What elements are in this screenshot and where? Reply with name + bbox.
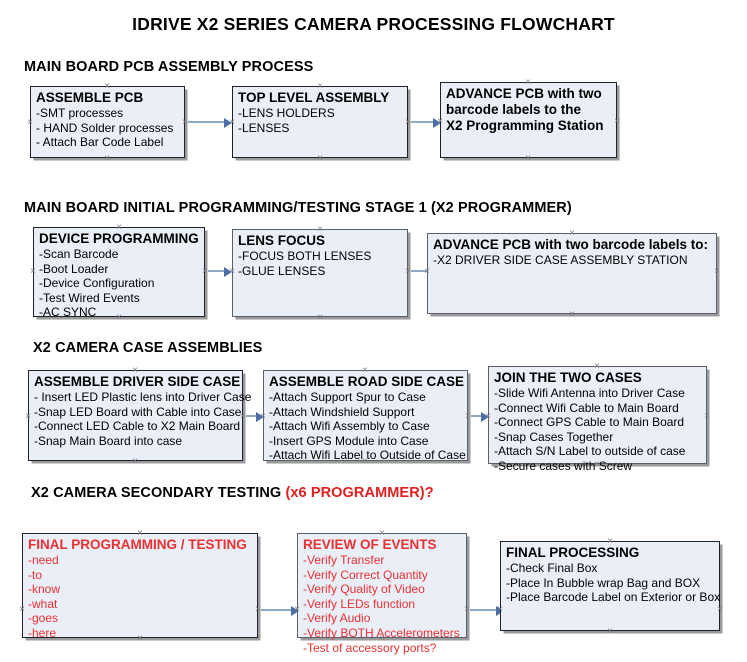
node-line: -Attach Windshield Support <box>269 404 415 419</box>
node-title: ADVANCE PCB with two <box>446 86 602 101</box>
node-title: REVIEW OF EVENTS <box>303 537 437 552</box>
connector-arrow-head-icon <box>256 412 264 422</box>
node-title: ASSEMBLE PCB <box>36 90 144 105</box>
node-line: X2 Programming Station <box>446 118 604 133</box>
connector-arrow-line <box>208 270 226 272</box>
node-line: -goes <box>28 611 59 626</box>
section-heading-text: X2 CAMERA SECONDARY TESTING <box>31 485 286 501</box>
connector-arrow-line <box>411 121 435 123</box>
node-line: -Snap Main Board into case <box>34 433 183 448</box>
node-line: -know <box>28 582 61 597</box>
connector-arrow-line <box>261 609 293 611</box>
node-line: -Place Barcode Label on Exterior or Box <box>506 590 721 605</box>
node-line: - Attach Bar Code Label <box>36 135 164 150</box>
node-line: -Place In Bubble wrap Bag and BOX <box>506 575 701 590</box>
node-line: -Verify LEDs function <box>303 596 416 611</box>
node-line: barcode labels to the <box>446 102 582 117</box>
page-title: IDRIVE X2 SERIES CAMERA PROCESSING FLOWC… <box>132 14 615 34</box>
node-line: -Test Wired Events <box>39 290 140 305</box>
section-heading-main-board-pcb-assembly-process: MAIN BOARD PCB ASSEMBLY PROCESS <box>24 59 314 75</box>
connector-arrow-line <box>470 609 498 611</box>
connector-arrow-line <box>246 415 258 417</box>
node-line: -what <box>28 596 58 611</box>
node-line-overflow: -Test of accessory ports? <box>303 640 437 655</box>
node-line: -need <box>28 553 59 567</box>
connector-arrow-head-icon <box>433 118 441 128</box>
node-assemble-pcb[interactable]: ASSEMBLE PCB -SMT processes - HAND Solde… <box>30 86 185 158</box>
node-title: FINAL PROCESSING <box>506 545 640 560</box>
node-line: -Attach Support Spur to Case <box>269 390 426 404</box>
node-advance-pcb-driver-side-case-assembly-station[interactable]: ADVANCE PCB with two barcode labels to: … <box>427 233 717 314</box>
node-line: -Snap Cases Together <box>494 429 614 444</box>
node-title: LENS FOCUS <box>238 233 326 248</box>
node-line: -LENSES <box>238 120 290 135</box>
node-line: -Connect GPS Cable to Main Board <box>494 415 685 430</box>
connector-arrow-head-icon <box>224 267 232 277</box>
connector-arrow-line <box>471 415 483 417</box>
node-title: ASSEMBLE ROAD SIDE CASE <box>269 374 465 389</box>
node-line: -Scan Barcode <box>39 247 119 261</box>
node-line: -Verify BOTH Accelerometers <box>303 625 460 640</box>
node-line: -Secure cases with Screw <box>494 458 633 473</box>
node-review-of-events[interactable]: REVIEW OF EVENTS -Verify Transfer -Verif… <box>297 533 467 655</box>
connector-arrow-head-icon <box>224 118 232 128</box>
node-line: -Connect Wifi Cable to Main Board <box>494 400 679 415</box>
connector-arrow-head-icon <box>291 606 299 616</box>
node-line: -SMT processes <box>36 106 124 120</box>
node-title: JOIN THE TWO CASES <box>494 370 642 385</box>
node-line: -Verify Quality of Video <box>303 582 425 597</box>
node-title: FINAL PROGRAMMING / TESTING <box>28 537 247 552</box>
section-heading-main-board-initial-programming: MAIN BOARD INITIAL PROGRAMMING/TESTING S… <box>24 200 572 216</box>
node-top-level-assembly[interactable]: TOP LEVEL ASSEMBLY -LENS HOLDERS -LENSES <box>232 86 408 158</box>
node-line: -here <box>28 625 57 640</box>
node-line: -X2 DRIVER SIDE CASE ASSEMBLY STATION <box>433 253 688 267</box>
node-join-the-two-cases[interactable]: JOIN THE TWO CASES -Slide Wifi Antenna i… <box>488 366 707 473</box>
node-device-programming[interactable]: DEVICE PROGRAMMING -Scan Barcode -Boot L… <box>33 227 205 320</box>
node-title: ADVANCE PCB with two barcode labels to: <box>433 237 709 252</box>
node-advance-pcb-x2-programming-station[interactable]: ADVANCE PCB with two barcode labels to t… <box>440 82 617 158</box>
node-line: -Verify Correct Quantity <box>303 567 428 582</box>
node-line: -Verify Transfer <box>303 553 385 567</box>
node-line: -Slide Wifi Antenna into Driver Case <box>494 386 685 400</box>
connector-arrow-line <box>411 270 431 272</box>
node-line: -Attach Wifi Assembly to Case <box>269 419 430 434</box>
connector-arrow-line <box>188 121 226 123</box>
node-line: -LENS HOLDERS <box>238 106 335 120</box>
node-assemble-road-side-case[interactable]: ASSEMBLE ROAD SIDE CASE -Attach Support … <box>263 370 468 463</box>
node-line: -Boot Loader <box>39 261 109 276</box>
node-line: -GLUE LENSES <box>238 263 326 278</box>
node-line: - Insert LED Plastic lens into Driver Ca… <box>34 390 252 404</box>
node-line: -FOCUS BOTH LENSES <box>238 249 372 263</box>
node-line: -Insert GPS Module into Case <box>269 433 429 448</box>
section-heading-accent: (x6 PROGRAMMER)? <box>285 485 434 501</box>
node-line: -Snap LED Board with Cable into Case <box>34 404 242 419</box>
node-final-programming-testing[interactable]: FINAL PROGRAMMING / TESTING -need -to -k… <box>22 533 258 640</box>
node-title: TOP LEVEL ASSEMBLY <box>238 90 390 105</box>
node-title: DEVICE PROGRAMMING <box>39 231 199 246</box>
node-lens-focus[interactable]: LENS FOCUS -FOCUS BOTH LENSES -GLUE LENS… <box>232 229 408 317</box>
node-final-processing[interactable]: FINAL PROCESSING -Check Final Box -Place… <box>500 541 720 631</box>
node-line: -Check Final Box <box>506 561 598 575</box>
node-title: ASSEMBLE DRIVER SIDE CASE <box>34 374 241 389</box>
connector-arrow-head-icon <box>481 412 489 422</box>
section-heading-x2-camera-secondary-testing: X2 CAMERA SECONDARY TESTING (x6 PROGRAMM… <box>31 485 434 501</box>
node-line: -Verify Audio <box>303 611 371 626</box>
node-assemble-driver-side-case[interactable]: ASSEMBLE DRIVER SIDE CASE - Insert LED P… <box>28 370 252 461</box>
node-line: -Attach Wifi Label to Outside of Case <box>269 448 466 463</box>
section-heading-x2-camera-case-assemblies: X2 CAMERA CASE ASSEMBLIES <box>33 340 263 356</box>
node-line: -Attach S/N Label to outside of case <box>494 444 686 459</box>
node-line: - HAND Solder processes <box>36 120 174 135</box>
node-line: -Device Configuration <box>39 276 155 291</box>
node-line: -Connect LED Cable to X2 Main Board <box>34 419 241 434</box>
node-line: -to <box>28 567 43 582</box>
node-line: -AC SYNC <box>39 305 97 320</box>
